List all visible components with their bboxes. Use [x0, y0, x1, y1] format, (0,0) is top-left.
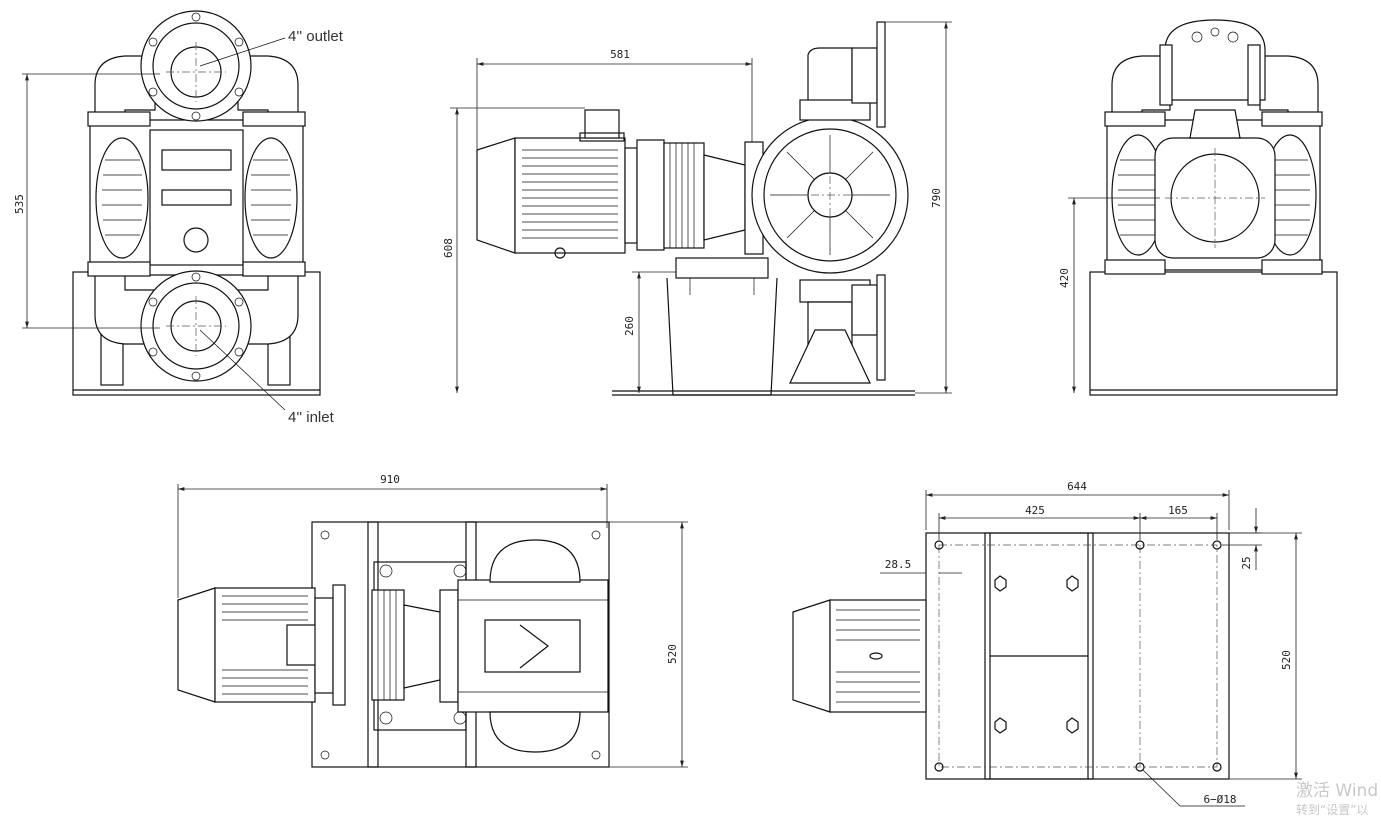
side-view	[450, 21, 952, 396]
front-view	[22, 10, 321, 411]
dim-base-span2: 165	[1168, 504, 1188, 517]
dim-side-total-height: 790	[930, 188, 943, 208]
dim-top-length: 910	[380, 473, 400, 486]
dim-top-width: 520	[666, 644, 679, 664]
rear-view	[1068, 19, 1338, 396]
dim-base-edge: 25	[1240, 556, 1253, 569]
activation-watermark: 激活 Wind	[1296, 781, 1378, 801]
dim-base-width: 520	[1280, 650, 1293, 670]
top-view	[177, 484, 688, 768]
dim-front-height: 535	[13, 194, 26, 214]
dim-side-width: 581	[610, 48, 630, 61]
dim-rear-height: 420	[1058, 268, 1071, 288]
dim-side-motor-height: 608	[442, 238, 455, 258]
inlet-label: 4'' inlet	[288, 409, 335, 426]
base-plan-view	[792, 490, 1302, 807]
dim-base-length: 644	[1067, 480, 1087, 493]
dim-side-base-height: 260	[623, 316, 636, 336]
activation-watermark-sub: 转到“设置”以	[1296, 802, 1368, 816]
outlet-label: 4'' outlet	[288, 28, 344, 45]
holes-label: 6−Ø18	[1203, 793, 1236, 806]
dim-base-offset: 28.5	[885, 558, 912, 571]
dim-base-span1: 425	[1025, 504, 1045, 517]
